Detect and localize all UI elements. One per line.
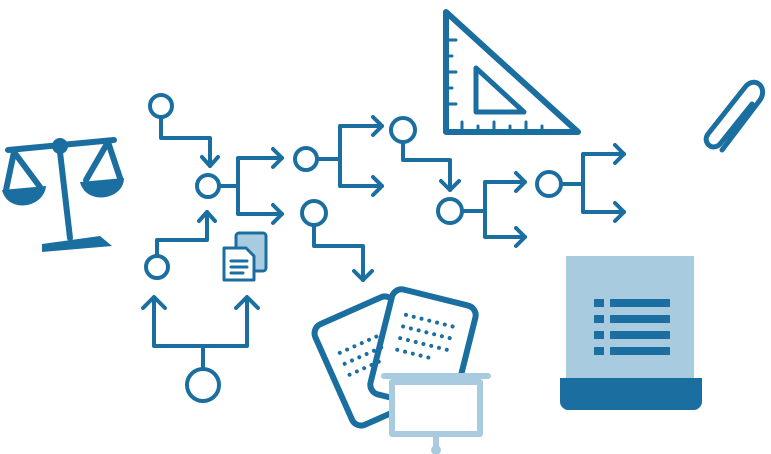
- projector-screen-icon: [381, 373, 491, 454]
- flowchart-icon: [141, 93, 626, 403]
- triangle-ruler-icon: [443, 9, 581, 135]
- documents-icon: [222, 231, 268, 282]
- checklist-printout-icon: [560, 256, 702, 410]
- balance-scale-icon: [2, 137, 124, 252]
- paperclip-icon: [703, 79, 766, 153]
